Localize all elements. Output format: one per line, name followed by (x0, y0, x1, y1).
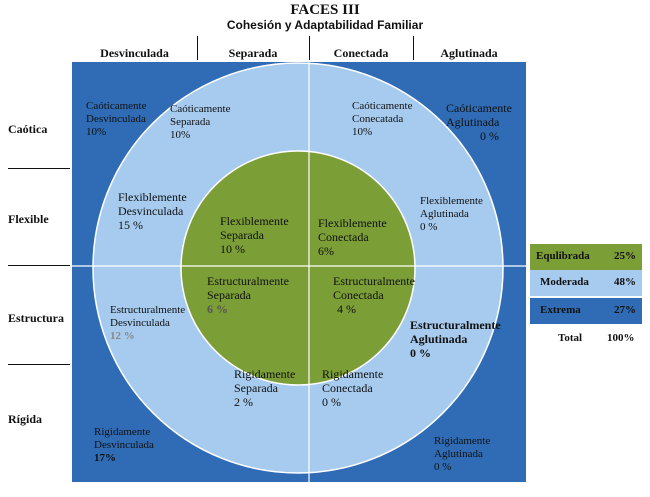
column-divider (413, 36, 414, 60)
diagram-title: FACES III (290, 2, 360, 18)
legend-equilibrada: Equlibrada 25% (530, 244, 642, 270)
col-header-separada: Separada (228, 46, 278, 60)
row-header-rigida: Rígida (8, 412, 43, 426)
row-header-caotica: Caótica (8, 122, 48, 136)
diagram-subtitle: Cohesión y Adaptabilidad Familiar (226, 18, 424, 32)
legend-value: 27% (614, 304, 636, 316)
col-header-conectada: Conectada (333, 46, 389, 60)
legend-moderada: Moderada 48% (530, 270, 642, 296)
column-divider (309, 36, 310, 60)
legend-value: 48% (614, 276, 636, 288)
balanced-circle (180, 150, 416, 386)
legend-label: Moderada (540, 276, 589, 288)
legend-total-label: Total (558, 332, 583, 344)
row-header-estructura: Estructura (8, 311, 64, 325)
legend-extrema: Extrema 27% (530, 298, 642, 324)
col-header-aglutinada: Aglutinada (440, 46, 498, 60)
row-divider (8, 168, 70, 169)
row-header-flexible: Flexible (8, 212, 49, 226)
row-divider (8, 265, 70, 266)
column-divider (197, 36, 198, 60)
row-divider (8, 364, 70, 365)
legend-value: 25% (614, 250, 636, 262)
legend-label: Extrema (540, 304, 581, 316)
legend-total-value: 100% (607, 332, 635, 344)
col-header-desvinculada: Desvinculada (100, 46, 169, 60)
legend-label: Equlibrada (536, 250, 590, 262)
